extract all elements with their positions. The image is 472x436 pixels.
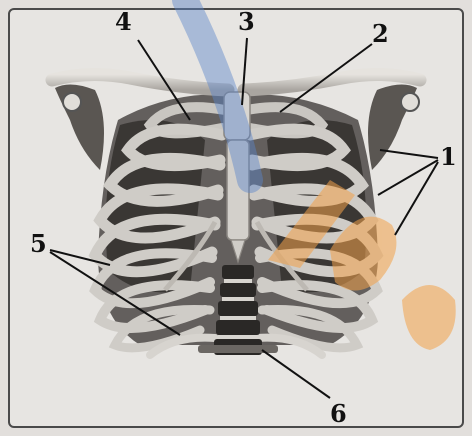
label-3: 3 — [238, 7, 255, 36]
label-6: 6 — [330, 399, 347, 428]
label-5: 5 — [30, 229, 47, 258]
label-4: 4 — [115, 7, 132, 36]
label-2: 2 — [372, 19, 389, 48]
shoulder-joint-right — [401, 93, 419, 111]
label-1: 1 — [440, 142, 457, 171]
shoulder-joint-left — [63, 93, 81, 111]
pointer-1a — [380, 150, 438, 158]
